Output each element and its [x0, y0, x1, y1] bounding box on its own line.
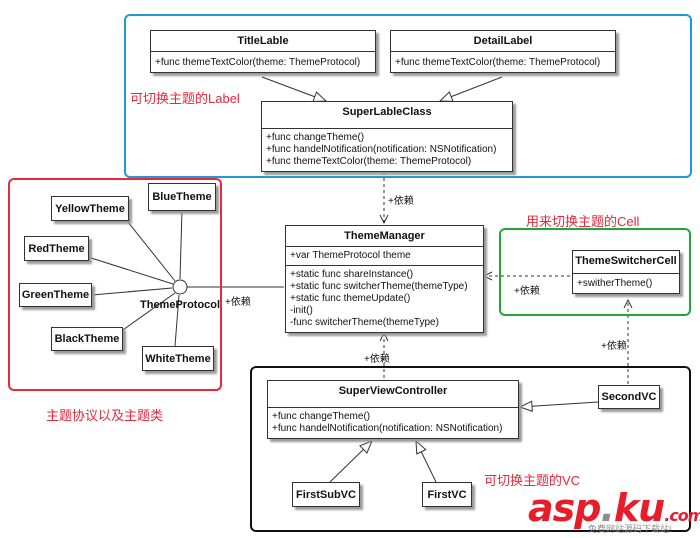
protocol-group-caption: 主题协议以及主题类	[46, 408, 164, 423]
method: +static func shareInstance()	[290, 269, 414, 280]
link-white	[174, 294, 180, 347]
class-methods: +func themeTextColor(theme: ThemeProtoco…	[391, 51, 615, 72]
titlelable-class: TitleLable +func themeTextColor(theme: T…	[150, 30, 376, 73]
detaillabel-class: DetailLabel +func themeTextColor(theme: …	[390, 30, 616, 73]
class-name: ThemeManager	[344, 230, 425, 242]
link-green	[91, 287, 173, 296]
class-name: YellowTheme	[55, 203, 125, 215]
inherit-secondvc	[520, 402, 599, 407]
watermark-subtitle: 免费网站源码下载站!	[588, 524, 672, 534]
method: +static func switcherTheme(themeType)	[290, 281, 468, 292]
label-group	[124, 14, 692, 178]
greentheme-class: GreenTheme	[19, 283, 92, 307]
firstsubvc-class: FirstSubVC	[292, 482, 360, 507]
dependency-label: +依赖	[364, 354, 390, 365]
class-name: GreenTheme	[21, 289, 90, 301]
dependency-label: +依赖	[601, 341, 627, 352]
protocol-group	[8, 178, 222, 391]
superviewcontroller-class: SuperViewController +func changeTheme() …	[267, 380, 519, 439]
cell-group	[499, 228, 691, 316]
class-name: WhiteTheme	[145, 353, 211, 365]
whitetheme-class: WhiteTheme	[142, 346, 214, 371]
blacktheme-class: BlackTheme	[51, 327, 123, 351]
inherit-detaillabel	[440, 76, 503, 101]
method: +static func themeUpdate()	[290, 293, 411, 304]
method: +func handelNotification(notification: N…	[272, 423, 503, 434]
link-yellow	[123, 216, 176, 282]
inherit-firstsubvc	[329, 441, 372, 483]
watermark-text2: ku	[613, 486, 665, 530]
vc-group	[250, 366, 691, 532]
watermark-suffix: .com	[664, 506, 700, 525]
class-methods: +switherTheme()	[573, 273, 679, 293]
protocol-name: ThemeProtocol	[140, 299, 221, 311]
method: +func themeTextColor(theme: ThemeProtoco…	[266, 156, 472, 167]
method: -func switcherTheme(themeType)	[290, 317, 439, 328]
class-methods: +func changeTheme() +func handelNotifica…	[268, 407, 518, 438]
watermark-dot: .	[600, 486, 614, 530]
watermark-text: asp	[528, 486, 601, 530]
class-name: BlueTheme	[152, 191, 212, 203]
class-attributes: +var ThemeProtocol theme	[286, 246, 483, 265]
class-name: ThemeSwitcherCell	[575, 255, 677, 267]
redtheme-class: RedTheme	[24, 236, 89, 261]
thememanager-class: ThemeManager +var ThemeProtocol theme +s…	[285, 225, 484, 333]
class-name: FirstVC	[427, 489, 467, 501]
class-name: DetailLabel	[473, 35, 533, 47]
dependency-label: +依赖	[514, 286, 540, 297]
class-name: RedTheme	[28, 243, 85, 255]
bluetheme-class: BlueTheme	[148, 183, 216, 211]
method: +func themeTextColor(theme: ThemeProtoco…	[155, 57, 361, 68]
method: -init()	[290, 305, 313, 316]
method: +switherTheme()	[577, 278, 653, 289]
dependency-label: +依赖	[388, 196, 414, 207]
link-red	[87, 256, 174, 285]
class-name: SecondVC	[601, 391, 657, 403]
link-blue	[179, 209, 183, 280]
class-name: SuperLableClass	[342, 106, 432, 118]
class-name: FirstSubVC	[296, 489, 356, 501]
themeswitchercell-class: ThemeSwitcherCell +switherTheme()	[572, 250, 680, 294]
vc-group-caption: 可切换主题的VC	[484, 473, 581, 488]
class-methods: +static func shareInstance() +static fun…	[286, 265, 483, 332]
inherit-titlelable	[261, 76, 326, 101]
method: +func handelNotification(notification: N…	[266, 144, 497, 155]
cell-group-caption: 用来切换主题的Cell	[526, 214, 640, 229]
secondvc-class: SecondVC	[598, 385, 660, 409]
class-methods: +func changeTheme() +func handelNotifica…	[262, 128, 512, 171]
class-methods: +func themeTextColor(theme: ThemeProtoco…	[151, 51, 375, 72]
yellowtheme-class: YellowTheme	[51, 196, 129, 221]
method: +func themeTextColor(theme: ThemeProtoco…	[395, 57, 601, 68]
attribute: +var ThemeProtocol theme	[290, 250, 411, 261]
class-name: TitleLable	[237, 35, 289, 47]
class-name: BlackTheme	[54, 333, 120, 345]
label-group-caption: 可切换主题的Label	[130, 91, 240, 106]
watermark-logo: asp.ku.com	[528, 486, 700, 530]
dependency-label: +依赖	[225, 297, 251, 308]
method: +func changeTheme()	[272, 411, 371, 422]
method: +func changeTheme()	[266, 132, 365, 143]
protocol-circle	[172, 279, 188, 295]
superlableclass-class: SuperLableClass +func changeTheme() +fun…	[261, 101, 513, 172]
firstvc-class: FirstVC	[422, 482, 472, 507]
link-black	[119, 292, 176, 333]
class-name: SuperViewController	[338, 385, 448, 397]
inherit-firstvc	[416, 441, 437, 483]
